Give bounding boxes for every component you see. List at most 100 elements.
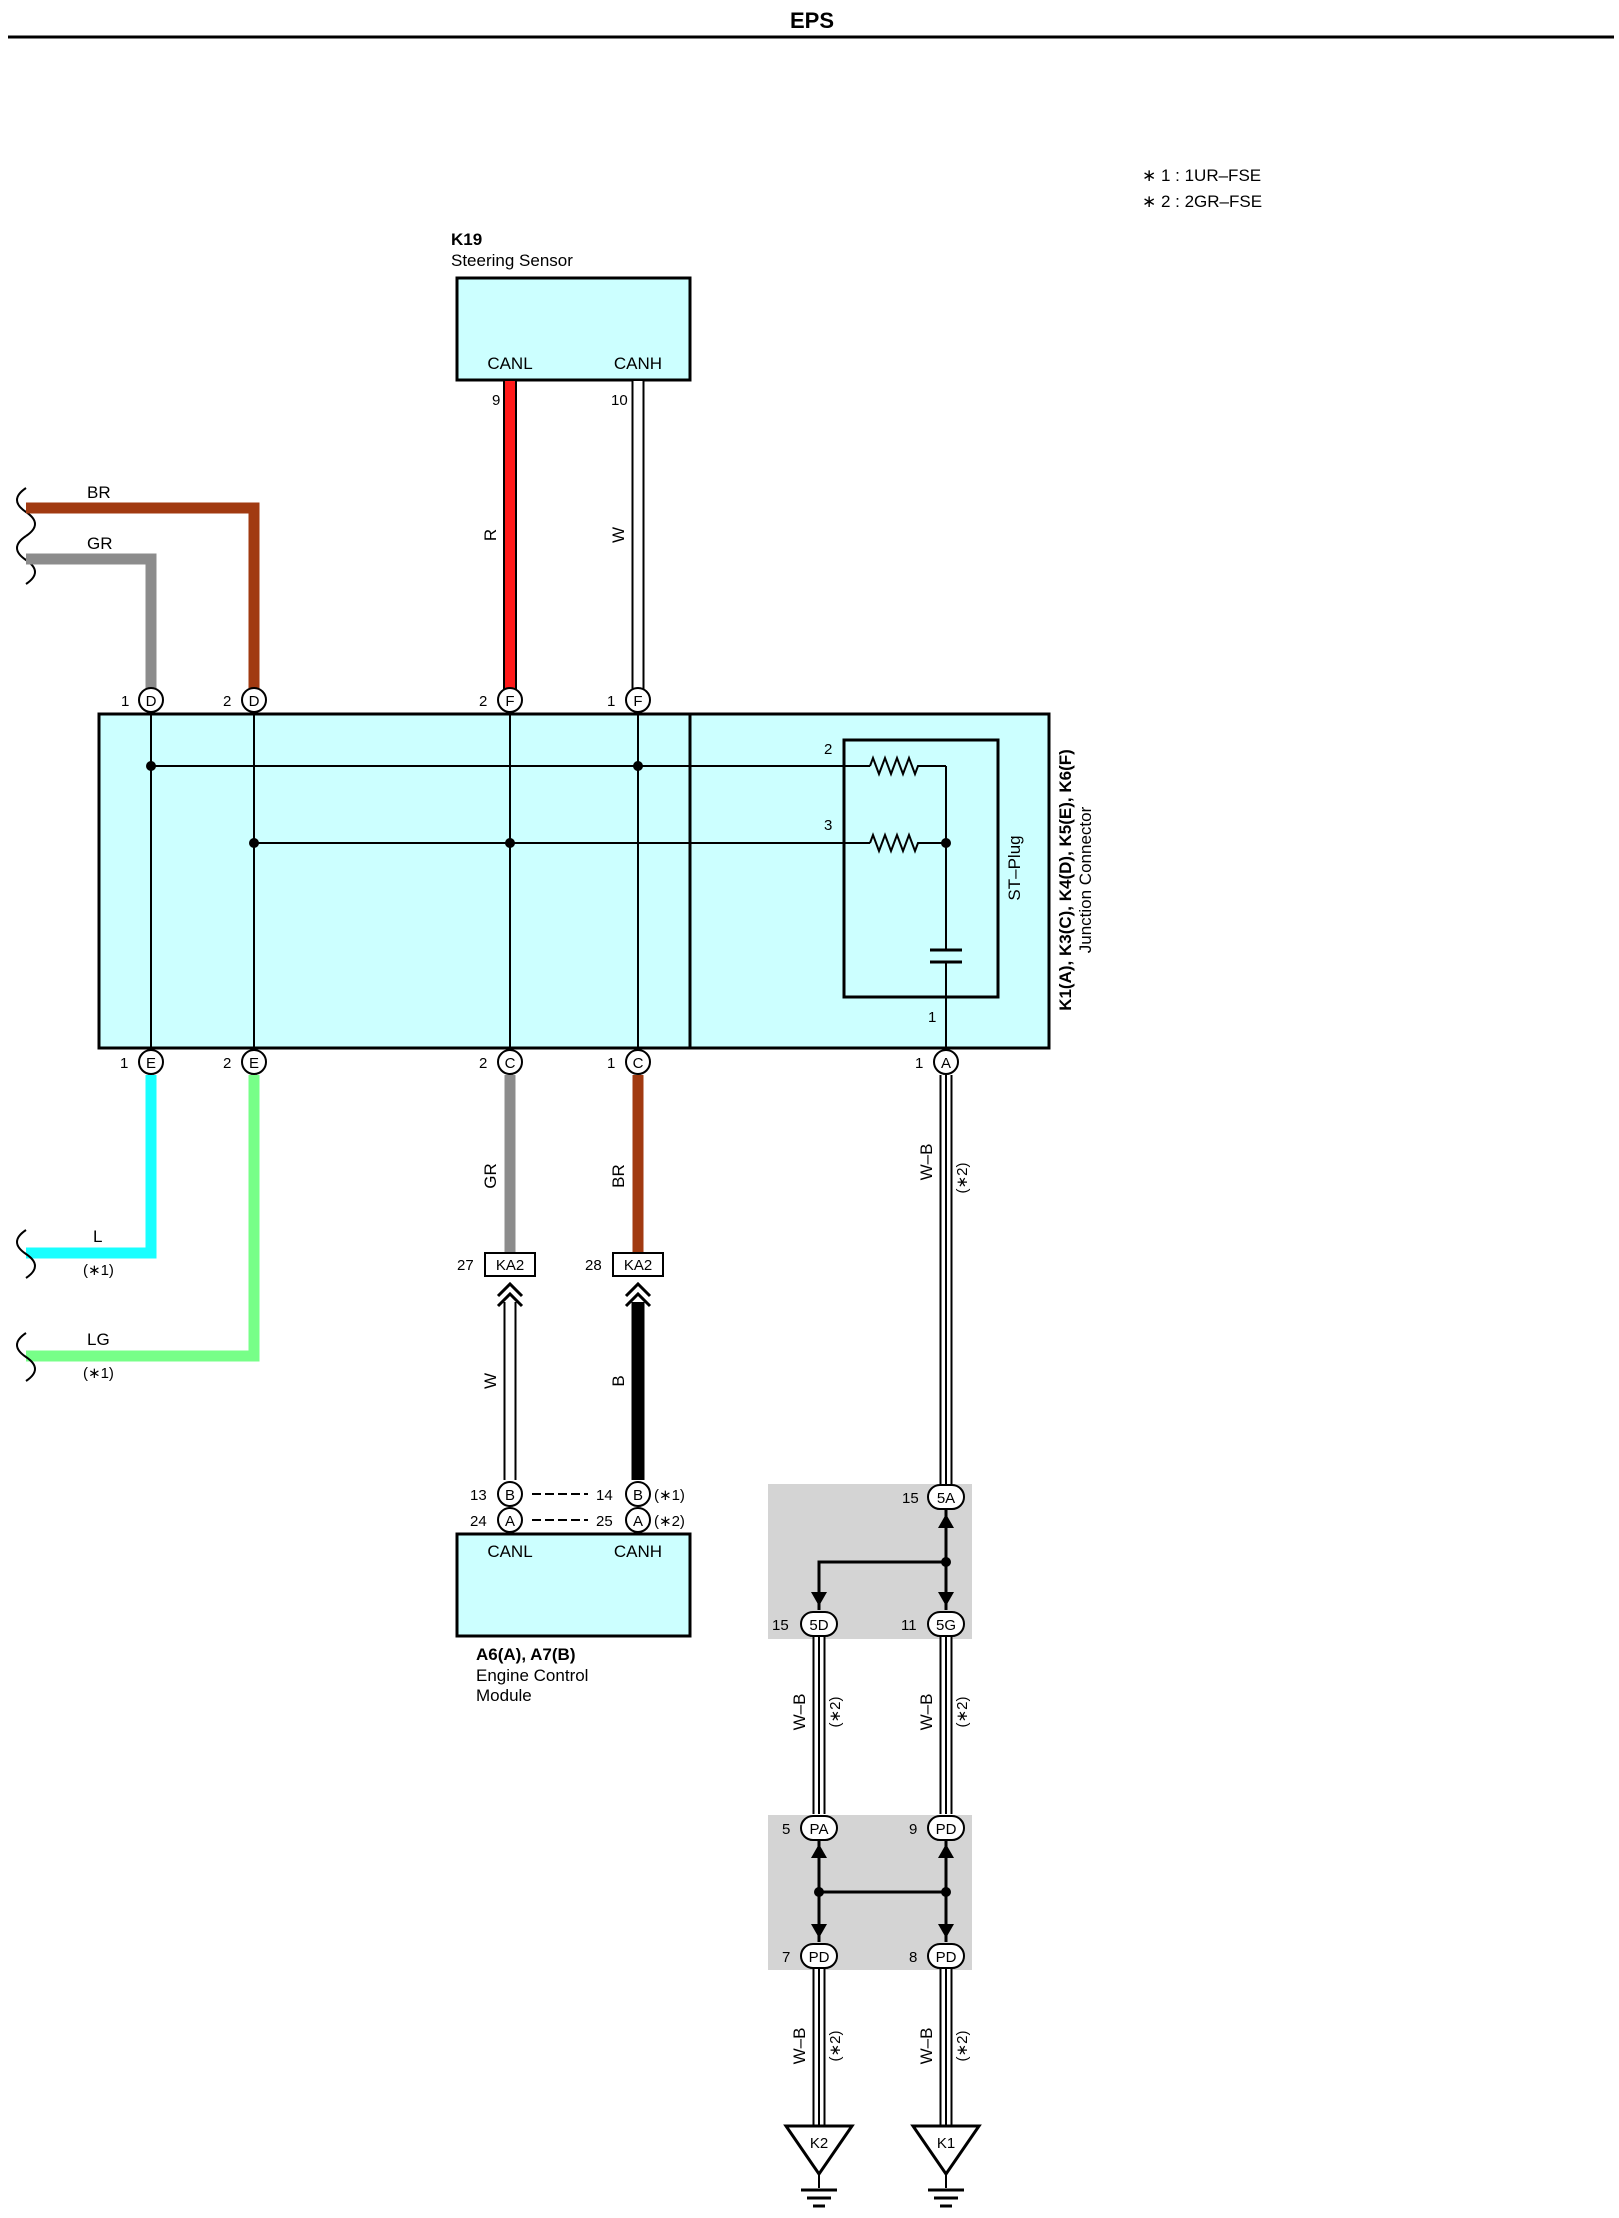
ecm-row1-left-no: 13 [470, 1487, 487, 1504]
splice2-arrow-tl [811, 1844, 827, 1858]
jc-bottom-pin-e1: E 1 [120, 1049, 164, 1075]
wire-wb-main-label: W–B [917, 1144, 936, 1181]
splice2-tr-no: 9 [909, 1821, 917, 1838]
wire-wb-mid-right-label: W–B [917, 1694, 936, 1731]
splice1-arrow-right [938, 1592, 954, 1606]
plug-pin-1: 1 [928, 1009, 936, 1026]
jc-top-pin-f1-letter: F [633, 693, 642, 710]
splice1-br-connector: 5G 11 [901, 1611, 965, 1637]
plug-pin-2: 2 [824, 741, 832, 758]
jc-bottom-pin-e1-letter: E [146, 1055, 156, 1072]
wire-lg-note: (∗1) [83, 1365, 114, 1382]
splice2-br-no: 8 [909, 1949, 917, 1966]
jc-top-pin-f1-no: 1 [607, 693, 615, 710]
jc-bottom-pin-c2-no: 2 [479, 1055, 487, 1072]
wire-wb-bottom-right-note: (∗2) [954, 2031, 971, 2062]
jc-bottom-pin-a1-no: 1 [915, 1055, 923, 1072]
splice1-top-label: 5A [937, 1490, 955, 1507]
junction-connector-box [97, 712, 1051, 1050]
wire-w-label: W [609, 527, 628, 543]
ecm-name-2: Module [476, 1686, 532, 1705]
wire-wb-mid-left-note: (∗2) [827, 1697, 844, 1728]
ecm-row2-right-letter: A [633, 1513, 643, 1530]
junction-connector-name: Junction Connector [1076, 806, 1095, 953]
wire-wb-mid-left-label: W–B [790, 1694, 809, 1731]
steering-pin-9: 9 [492, 392, 500, 409]
jc-dot-4 [505, 838, 515, 848]
steering-canl-label: CANL [487, 354, 532, 373]
st-plug-label: ST–Plug [1005, 835, 1024, 900]
jc-top-pin-d1-no: 1 [121, 693, 129, 710]
splice1-br-no: 11 [901, 1617, 917, 1634]
jc-top-pin-f2-letter: F [505, 693, 514, 710]
note-2: ∗ 2 : 2GR–FSE [1142, 192, 1262, 211]
ground-k2-label: K2 [810, 2135, 828, 2152]
wire-r-label: R [481, 529, 500, 541]
jc-bottom-pin-e2: E 2 [223, 1049, 267, 1075]
wire-gr-label: GR [87, 534, 113, 553]
junction-connector-codes: K1(A), K3(C), K4(D), K5(E), K6(F) [1056, 749, 1075, 1011]
steering-sensor-code: K19 [451, 230, 482, 249]
ecm-pin-row1: B 13 B 14 (∗1) [470, 1481, 685, 1507]
splice1-arrow-left [811, 1592, 827, 1606]
splice2-arrow-br [938, 1924, 954, 1938]
jc-top-pin-d1: D 1 [121, 687, 164, 713]
ground-k2-icon: K2 [783, 2124, 855, 2208]
steering-sensor-name: Steering Sensor [451, 251, 573, 270]
wire-b-lower-label: B [609, 1375, 628, 1386]
ecm-row1-note: (∗1) [654, 1487, 685, 1504]
wire-wb-bottom-left-note: (∗2) [827, 2031, 844, 2062]
ecm-row2-left-no: 24 [470, 1513, 487, 1530]
wire-w-lower-label: W [481, 1373, 500, 1389]
page-title: EPS [790, 8, 834, 33]
steering-canh-label: CANH [614, 354, 662, 373]
plug-pin-3: 3 [824, 817, 832, 834]
jc-top-pin-d2-no: 2 [223, 693, 231, 710]
jc-bottom-pin-c2-letter: C [505, 1055, 516, 1072]
splice2-tl-label: PA [810, 1821, 829, 1838]
splice2-bl-label: PD [809, 1949, 830, 1966]
jc-bottom-pin-a1-letter: A [941, 1055, 951, 1072]
jc-bottom-pin-e2-no: 2 [223, 1055, 231, 1072]
wire-gr-top [26, 553, 157, 690]
wire-l-note: (∗1) [83, 1262, 114, 1279]
wire-lg-label: LG [87, 1330, 110, 1349]
wire-lg [26, 1075, 260, 1362]
note-1: ∗ 1 : 1UR–FSE [1142, 166, 1261, 185]
ground-k1-label: K1 [937, 2135, 955, 2152]
wire-br-label: BR [87, 483, 111, 502]
steering-sensor-box [455, 276, 692, 382]
jc-top-pin-f2: F 2 [479, 687, 523, 713]
splice2-dot-right [941, 1887, 951, 1897]
resistor-upper [869, 755, 946, 777]
ka2-left-label: KA2 [496, 1257, 524, 1274]
splice2-arrow-bl [811, 1924, 827, 1938]
splice1-top-connector: 5A 15 [902, 1484, 965, 1510]
ecm-row1-right-no: 14 [596, 1487, 613, 1504]
splice2-tr-connector: PD 9 [909, 1815, 965, 1841]
splice2-arrow-tr [938, 1844, 954, 1858]
jc-dot-2 [633, 761, 643, 771]
resistor-lower [869, 832, 946, 854]
wire-l [26, 1075, 157, 1259]
ecm-pin-row2: A 24 A 25 (∗2) [470, 1507, 685, 1533]
jc-bottom-pin-c1: C 1 [607, 1049, 651, 1075]
ground-k1-icon: K1 [910, 2124, 982, 2208]
splice2-tl-no: 5 [782, 1821, 790, 1838]
splice1-bl-no: 15 [772, 1617, 789, 1634]
splice1-bl-connector: 5D 15 [772, 1611, 838, 1637]
ka2-left-no: 27 [457, 1257, 474, 1274]
left-break-l [16, 1229, 36, 1279]
ka2-right-no: 28 [585, 1257, 602, 1274]
ecm-canl-label: CANL [487, 1542, 532, 1561]
wire-wb-mid-right-note: (∗2) [954, 1697, 971, 1728]
wire-l-label: L [93, 1227, 102, 1246]
jc-bottom-pin-e2-letter: E [249, 1055, 259, 1072]
left-break-lg [16, 1332, 36, 1382]
splice2-br-connector: PD 8 [909, 1943, 965, 1969]
jc-bottom-pin-a1: A 1 [915, 1049, 959, 1075]
ecm-canh-label: CANH [614, 1542, 662, 1561]
jc-bottom-pin-c1-letter: C [633, 1055, 644, 1072]
splice2-tr-label: PD [936, 1821, 957, 1838]
jc-bottom-pin-c1-no: 1 [607, 1055, 615, 1072]
